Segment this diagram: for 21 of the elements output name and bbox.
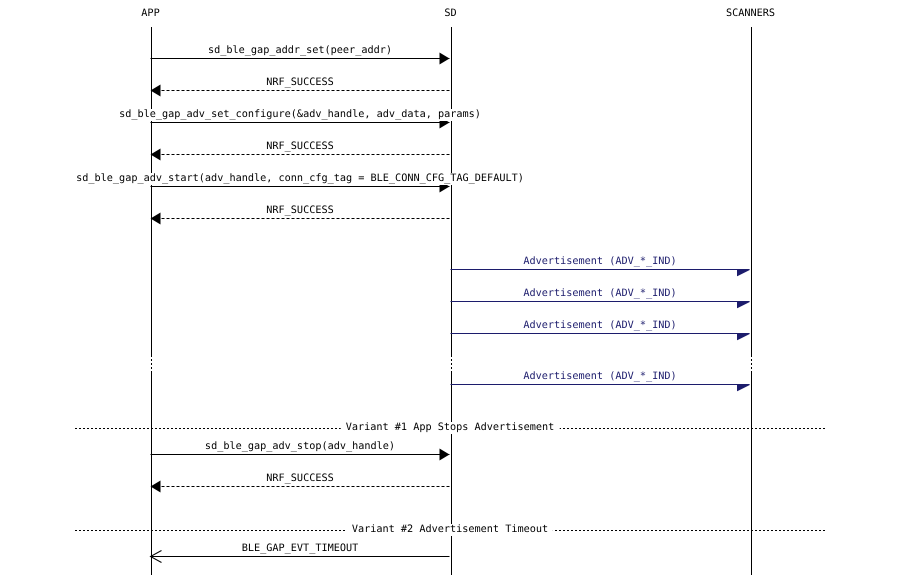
edge-label: NRF_SUCCESS [264, 205, 336, 217]
arrow [150, 448, 450, 460]
arrow [150, 550, 450, 563]
arrow [450, 301, 750, 308]
participant-label: SCANNERS [726, 8, 776, 20]
arrow [150, 480, 450, 492]
arrow [450, 269, 750, 276]
section-label: Variant #1 App Stops Advertisement [340, 422, 560, 434]
participant-label: APP [141, 8, 160, 20]
participant-label: SD [444, 8, 457, 20]
arrow [150, 84, 450, 96]
arrow [150, 148, 450, 160]
arrow [450, 384, 750, 391]
edge-label: BLE_GAP_EVT_TIMEOUT [240, 543, 360, 555]
arrow [150, 52, 450, 64]
arrow [450, 333, 750, 340]
edge-label: NRF_SUCCESS [264, 141, 336, 153]
edge-label: NRF_SUCCESS [264, 77, 336, 89]
edge-label: NRF_SUCCESS [264, 473, 336, 485]
arrow [150, 212, 450, 224]
section-label: Variant #2 Advertisement Timeout [346, 524, 554, 536]
